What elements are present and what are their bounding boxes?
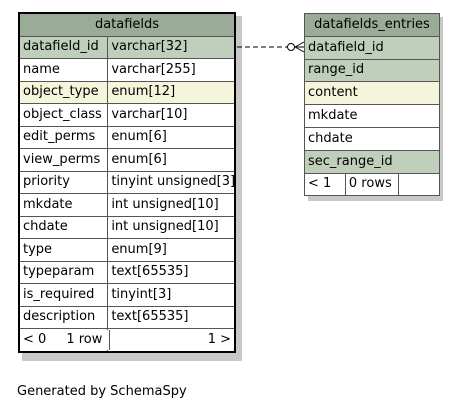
column-name: mkdate	[18, 193, 109, 217]
row-count: 0 rows	[344, 172, 400, 197]
column-name: priority	[18, 170, 109, 194]
column-row[interactable]: sec_range_id	[304, 149, 440, 174]
column-name: typeparam	[18, 260, 109, 284]
children-count-empty	[398, 172, 440, 197]
column-name: sec_range_id	[304, 149, 440, 174]
parents-count[interactable]: < 1	[304, 172, 346, 197]
column-type: enum[6]	[107, 125, 236, 149]
column-name: range_id	[304, 58, 440, 83]
zero-marker	[287, 43, 295, 51]
column-name: datafield_id	[304, 35, 440, 60]
column-type: enum[9]	[107, 238, 236, 262]
column-row[interactable]: datafield_id	[304, 35, 440, 60]
column-name: is_required	[18, 283, 109, 307]
generated-by-credit: Generated by SchemaSpy	[17, 384, 187, 399]
column-name: object_type	[18, 80, 109, 104]
crowsfoot-lower	[294, 46, 305, 53]
table-title-datafields: datafields	[18, 12, 236, 37]
footer-right: 1 row 1 >	[63, 328, 236, 352]
column-type: varchar[10]	[107, 103, 236, 127]
column-type: varchar[32]	[107, 35, 236, 59]
row-count: 1 row	[63, 329, 111, 350]
children-count[interactable]: 1 >	[207, 331, 231, 347]
column-type: int unsigned[10]	[107, 215, 236, 239]
column-name: edit_perms	[18, 125, 109, 149]
column-type: enum[12]	[107, 80, 236, 104]
column-type: enum[6]	[107, 148, 236, 172]
column-name: datafield_id	[18, 35, 109, 59]
column-name: chdate	[18, 215, 109, 239]
column-type: varchar[255]	[107, 58, 236, 82]
column-type: tinyint unsigned[3]	[107, 170, 236, 194]
column-row[interactable]: range_id	[304, 58, 440, 83]
column-name: name	[18, 58, 109, 82]
column-type: int unsigned[10]	[107, 193, 236, 217]
crowsfoot-upper	[294, 41, 305, 48]
column-name: view_perms	[18, 148, 109, 172]
